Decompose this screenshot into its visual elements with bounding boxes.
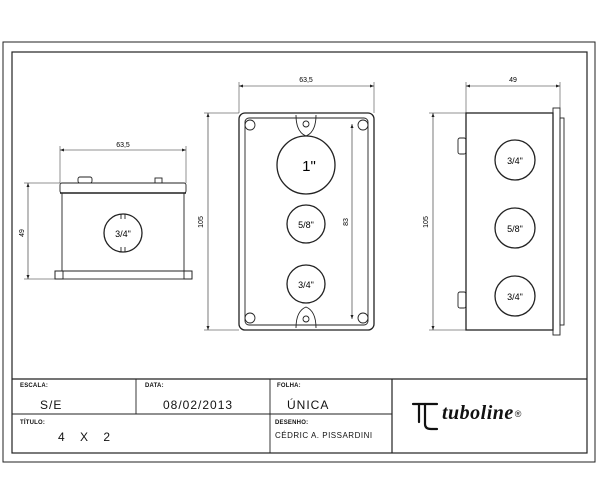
logo-registered-mark: ® (514, 408, 522, 419)
titulo-value: 4 X 2 (58, 430, 117, 444)
folha-label: FOLHA: (277, 383, 301, 389)
data-value: 08/02/2013 (163, 398, 234, 412)
front-height-dim: 49 (19, 229, 26, 237)
logo-text: tuboline (442, 402, 514, 424)
top-inner-dim: 83 (343, 218, 350, 226)
side-hole-1-label: 3/4" (507, 156, 523, 166)
data-label: DATA: (145, 383, 164, 389)
desenho-value: CÉDRIC A. PISSARDINI (275, 431, 373, 440)
inner-border (11, 51, 588, 454)
top-hole-3-label: 3/4" (298, 280, 314, 290)
front-width-dim: 63,5 (116, 142, 130, 149)
top-view (204, 82, 375, 331)
side-view (429, 82, 565, 336)
outer-border (2, 41, 596, 463)
escala-label: ESCALA: (20, 383, 49, 389)
desenho-label: DESENHO: (275, 420, 309, 426)
side-height-dim: 105 (423, 216, 430, 228)
side-width-dim: 49 (509, 77, 517, 84)
top-height-dim: 105 (198, 216, 205, 228)
tuboline-logo: tuboline® (442, 402, 521, 425)
escala-value: S/E (40, 398, 63, 412)
front-view (24, 146, 193, 280)
title-block-grid (12, 378, 587, 453)
top-hole-1-label: 1" (302, 158, 316, 175)
titulo-label: TÍTULO: (20, 420, 46, 426)
front-hole-label: 3/4" (115, 229, 131, 239)
folha-value: ÚNICA (287, 398, 330, 412)
side-hole-3-label: 3/4" (507, 292, 523, 302)
side-hole-2-label: 5/8" (507, 224, 523, 234)
top-width-dim: 63,5 (299, 77, 313, 84)
top-hole-2-label: 5/8" (298, 220, 314, 230)
tuboline-t-icon (411, 402, 439, 431)
